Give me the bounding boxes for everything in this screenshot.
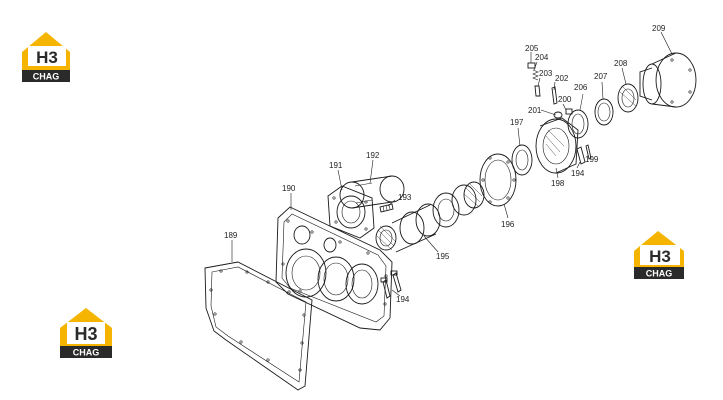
callout-209: 209 (652, 24, 666, 33)
callout-194-lower: 194 (396, 295, 410, 304)
part-191-flange (327, 185, 375, 239)
part-205-plug (527, 62, 536, 69)
part-195-shaft-bearings (375, 181, 485, 253)
logo-plate (28, 46, 66, 66)
callout-202: 202 (555, 74, 569, 83)
part-209-output-flange (639, 52, 697, 108)
callout-208: 208 (614, 59, 628, 68)
part-204-spring (532, 69, 539, 81)
callout-195: 195 (436, 252, 450, 261)
part-194-bolt-lower (380, 270, 402, 299)
brand-logo-right: H3 CHAG (634, 231, 684, 279)
callout-194-upper: 194 (571, 169, 585, 178)
part-203-pin (534, 85, 541, 97)
part-189-gasket (204, 261, 313, 391)
callout-labels: 189 190 191 192 193 194 194 195 196 197 … (224, 24, 666, 304)
logo-plate (67, 322, 105, 344)
logo-band (634, 267, 684, 279)
callout-191: 191 (329, 161, 343, 170)
part-190-housing-plate (275, 206, 393, 331)
logo-band (60, 346, 112, 358)
part-201-washer (553, 111, 563, 119)
callout-190: 190 (282, 184, 296, 193)
part-192-sleeve (339, 175, 405, 209)
logo-main-text: H3 (649, 247, 671, 266)
part-196-seal-ring (479, 153, 517, 207)
callout-196: 196 (501, 220, 515, 229)
part-208-bearing (617, 83, 639, 113)
logo-main-text: H3 (36, 48, 58, 67)
callout-201: 201 (528, 106, 542, 115)
part-194-bolt-upper (576, 146, 586, 165)
part-200-nut (565, 108, 573, 115)
part-197-ring (511, 144, 533, 176)
brand-logo-top-left: H3 CHAG (22, 32, 70, 82)
logo-sub-text: CHAG (646, 269, 673, 279)
callout-192: 192 (366, 151, 380, 160)
part-193-bolt (379, 203, 394, 213)
logo-band (22, 70, 70, 82)
part-206-ring (567, 109, 589, 139)
logo-main-text: H3 (74, 324, 97, 344)
callout-200: 200 (558, 95, 572, 104)
callout-197: 197 (510, 118, 524, 127)
callout-205: 205 (525, 44, 539, 53)
logo-sub-text: CHAG (73, 348, 100, 358)
callout-198: 198 (551, 179, 565, 188)
logo-sub-text: CHAG (33, 72, 60, 82)
brand-logo-bottom-left: H3 CHAG (60, 308, 112, 358)
logo-plate (640, 245, 680, 265)
callout-189: 189 (224, 231, 238, 240)
leader-lines (231, 31, 673, 297)
callout-203: 203 (539, 69, 553, 78)
callout-199: 199 (585, 155, 599, 164)
callout-206: 206 (574, 83, 588, 92)
part-202-screw (551, 86, 558, 105)
part-198-bearing-housing (535, 117, 579, 174)
callout-207: 207 (594, 72, 608, 81)
callout-204: 204 (535, 53, 549, 62)
part-207-ring (594, 98, 614, 126)
callout-193: 193 (398, 193, 412, 202)
